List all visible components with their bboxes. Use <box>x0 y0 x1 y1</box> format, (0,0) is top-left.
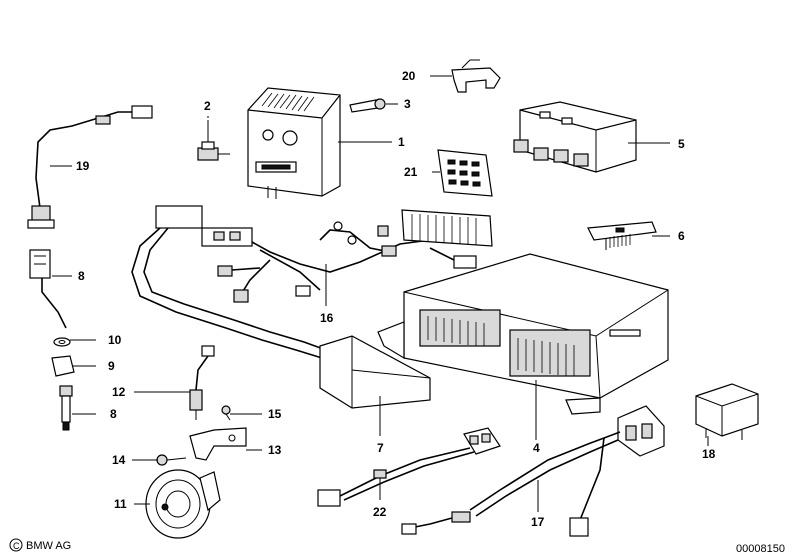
label-part-3: 3 <box>404 97 411 111</box>
label-part-15: 15 <box>268 407 282 421</box>
part-1-control-unit[interactable] <box>247 87 341 199</box>
part-19-sensor-lead[interactable] <box>27 105 153 229</box>
part-labels: 1 2 3 20 5 21 6 19 8 10 9 8 12 15 13 14 … <box>76 69 716 529</box>
label-part-9: 9 <box>108 359 115 373</box>
label-part-12: 12 <box>112 385 126 399</box>
part-14-bolt[interactable] <box>156 454 187 466</box>
label-part-1: 1 <box>398 135 405 149</box>
label-part-14: 14 <box>112 453 126 467</box>
part-10-washer[interactable] <box>53 337 71 347</box>
part-4-ecu-housing[interactable] <box>377 253 669 415</box>
label-part-4: 4 <box>533 441 540 455</box>
part-3-screw[interactable] <box>349 98 386 113</box>
label-part-18: 18 <box>702 447 716 461</box>
part-21-fuse-block[interactable] <box>437 149 493 197</box>
part-13-bracket[interactable] <box>189 427 247 461</box>
part-12-sensor-lead[interactable] <box>189 345 215 420</box>
label-part-21: 21 <box>404 165 418 179</box>
copyright-glyph: C <box>13 541 20 551</box>
part-11-horn[interactable] <box>145 469 221 539</box>
part-8-sensor-lower[interactable] <box>59 385 73 431</box>
part-9-nut[interactable] <box>51 355 75 377</box>
part-5-relay-module[interactable] <box>513 101 637 173</box>
part-15-screw[interactable] <box>221 405 231 421</box>
label-part-7: 7 <box>377 441 384 455</box>
label-part-19: 19 <box>76 159 90 173</box>
label-part-16: 16 <box>320 311 334 325</box>
label-part-2: 2 <box>204 99 211 113</box>
part-16-wiring-harness[interactable] <box>201 209 493 303</box>
part-2-sensor[interactable] <box>197 120 230 161</box>
label-part-8-upper: 8 <box>78 269 85 283</box>
label-part-22: 22 <box>373 505 387 519</box>
label-part-20: 20 <box>402 69 416 83</box>
label-part-17: 17 <box>531 515 545 529</box>
footer: C BMW AG 00008150 <box>9 538 785 555</box>
brand-label: BMW AG <box>26 540 71 552</box>
label-part-5: 5 <box>678 137 685 151</box>
label-part-11: 11 <box>114 497 127 511</box>
part-17-cable-set[interactable] <box>401 405 665 537</box>
label-part-6: 6 <box>678 229 685 243</box>
part-20-bracket[interactable] <box>451 59 501 93</box>
leader-lines <box>50 75 709 512</box>
part-7-main-harness[interactable] <box>131 205 431 409</box>
part-22-cable[interactable] <box>317 427 501 507</box>
part-6-connector-strip[interactable] <box>587 221 657 250</box>
part-18-relay[interactable] <box>695 383 759 440</box>
copyright-icon <box>9 538 23 552</box>
part-8-plug-upper[interactable] <box>29 249 67 329</box>
label-part-13: 13 <box>268 443 282 457</box>
label-part-8-lower: 8 <box>110 407 117 421</box>
label-part-10: 10 <box>108 333 122 347</box>
drawing-code: 00008150 <box>736 543 785 555</box>
